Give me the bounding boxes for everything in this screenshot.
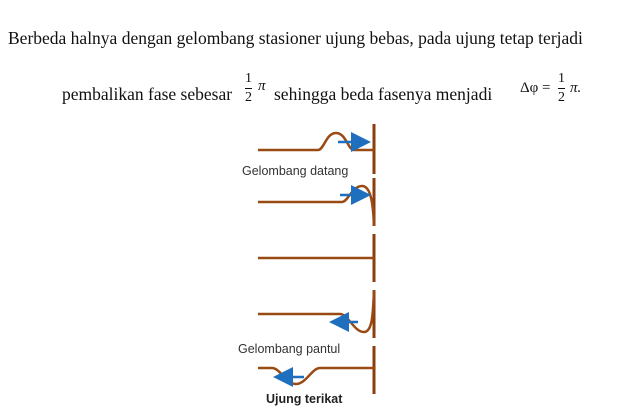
paragraph-line-2: pembalikan fase sebesar: [62, 84, 232, 105]
string-wave: [258, 366, 374, 386]
fraction-denominator: 2: [245, 90, 252, 105]
frame-at-boundary: [258, 234, 376, 282]
frame-reflected-2: [258, 346, 376, 394]
label-reflected-wave: Gelombang pantul: [238, 342, 341, 356]
string-wave: [258, 131, 374, 152]
line2-text-b: sehingga beda fasenya menjadi: [274, 84, 493, 104]
string-wave: [258, 184, 376, 227]
fraction-bar: [558, 88, 565, 89]
frame-reflected-1: [258, 289, 376, 338]
frame-incoming-1: [258, 124, 376, 174]
string-wave: [258, 289, 376, 334]
frame-incoming-2: [258, 178, 376, 227]
fraction-denominator: 2: [558, 90, 565, 105]
fraction-numerator: 1: [245, 71, 252, 86]
fraction-bar: [245, 88, 252, 89]
phase-difference-symbol: Δφ =: [520, 80, 551, 96]
pi-period-symbol: π.: [570, 80, 582, 96]
caption-fixed-end: Ujung terikat: [266, 392, 343, 406]
fraction-numerator: 1: [558, 71, 565, 86]
paragraph-line-1: Berbeda halnya dengan gelombang stasione…: [8, 28, 583, 48]
fraction-half-1: 1 2: [245, 72, 252, 105]
label-incoming-wave: Gelombang datang: [242, 164, 349, 178]
line2-text-a: pembalikan fase sebesar: [62, 84, 233, 104]
pi-symbol: π: [258, 78, 266, 94]
fraction-half-2: 1 2: [558, 72, 565, 105]
